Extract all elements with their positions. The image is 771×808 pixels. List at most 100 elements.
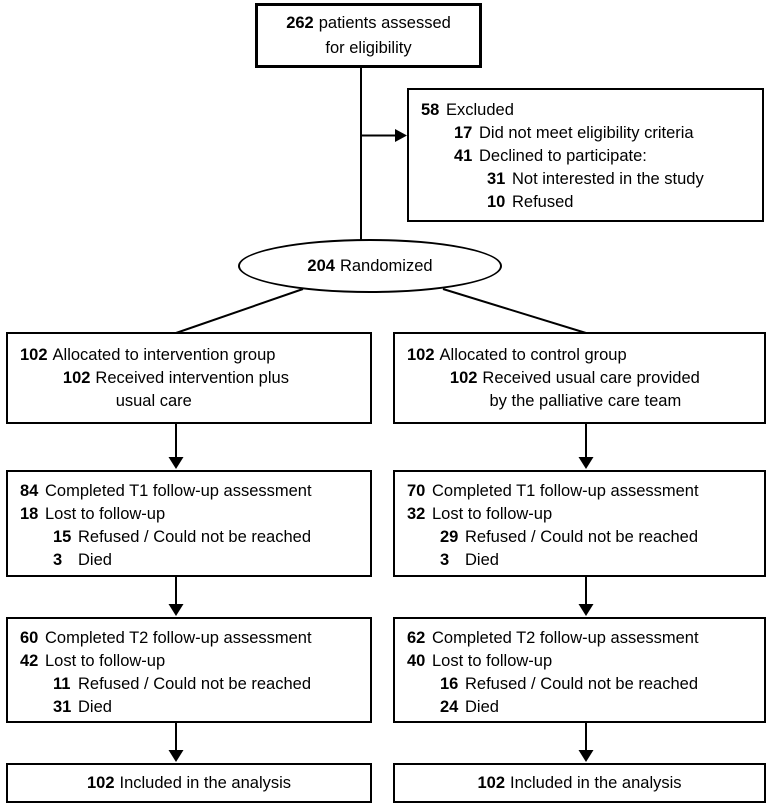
line-count: 18 [20,505,39,523]
line-text: Not interested in the study [512,170,704,188]
flow-line: 15 Refused / Could not be reached [20,526,364,549]
arrowhead-t2-left [168,604,184,616]
connector-randomized-control [442,288,587,334]
flow-line: 41 Declined to participate: [421,145,756,168]
line-text: Died [465,551,499,569]
flow-line: 60 Completed T2 follow-up assessment [20,627,364,650]
box-excluded: 58 Excluded 17 Did not meet eligibility cri… [407,88,764,222]
flow-line: 58 Excluded [421,99,756,122]
flow-line: 10 Refused [421,191,756,214]
line-count: 102 [477,773,505,792]
flow-line: 3 Died [407,549,758,572]
line-text: usual care [115,392,192,410]
line-text: Lost to follow-up [432,652,553,670]
line-text: Completed T2 follow-up assessment [432,629,699,647]
line-count: 102 [86,773,115,792]
line-text: Died [465,698,499,716]
line-count: 84 [20,482,39,500]
line-count: 102 [20,346,48,364]
line-text: Allocated to intervention group [52,346,276,364]
line-text: Included in the analysis [119,773,292,792]
line-count: 204 [307,256,335,275]
line-text: Completed T2 follow-up assessment [45,629,312,647]
line-count: 41 [454,147,473,165]
flow-line: by the palliative care team [407,390,758,413]
line-text: by the palliative care team [489,392,682,410]
line-count: 24 [440,698,459,716]
line-text: Lost to follow-up [45,652,166,670]
flow-line: 84 Completed T1 follow-up assessment [20,480,364,503]
line-text: Excluded [446,101,514,119]
line-text: Refused [512,193,574,211]
flow-line: for eligibility [258,36,479,61]
flow-line: 24 Died [407,696,758,719]
line-text: patients assessed [318,13,451,32]
line-count: 58 [421,101,440,119]
line-text: Refused / Could not be reached [78,528,311,546]
flow-line: 29 Refused / Could not be reached [407,526,758,549]
flow-line: 11 Refused / Could not be reached [20,673,364,696]
line-text: Declined to participate: [479,147,647,165]
line-text: Refused / Could not be reached [465,675,698,693]
line-text: Completed T1 follow-up assessment [432,482,699,500]
line-count: 10 [487,193,506,211]
line-count: 70 [407,482,426,500]
flow-line: 17 Did not meet eligibility criteria [421,122,756,145]
line-text: Allocated to control group [439,346,627,364]
line-text: Refused / Could not be reached [465,528,698,546]
line-count: 32 [407,505,426,523]
line-text: Refused / Could not be reached [78,675,311,693]
line-text: Died [78,551,112,569]
line-text: Received usual care provided [482,369,700,387]
line-count: 3 [53,551,63,569]
box-t1-control: 70 Completed T1 follow-up assessment 32 Los… [393,470,766,577]
line-count: 31 [53,698,72,716]
line-text: Lost to follow-up [432,505,553,523]
line-count: 42 [20,652,39,670]
arrowhead-t2-right [578,604,594,616]
line-count: 102 [449,369,478,387]
flow-line: 31 Died [20,696,364,719]
line-count: 17 [454,124,473,142]
line-count: 262 [286,13,314,32]
arrowhead-excluded [395,129,407,142]
line-count: 16 [440,675,459,693]
line-count: 29 [440,528,459,546]
line-text: Randomized [339,256,433,275]
flow-line: 40 Lost to follow-up [407,650,758,673]
line-text: Died [78,698,112,716]
line-text: Received intervention plus [95,369,289,387]
line-text: Did not meet eligibility criteria [479,124,694,142]
line-count: 60 [20,629,39,647]
box-t2-control: 62 Completed T2 follow-up assessment 40 Los… [393,617,766,723]
flow-line: 42 Lost to follow-up [20,650,364,673]
box-t2-intervention: 60 Completed T2 follow-up assessment 42 Los… [6,617,372,723]
line-count: 11 [53,675,71,693]
line-count: 62 [407,629,426,647]
arrowhead-analysis-right [578,750,594,762]
line-count: 3 [440,551,450,569]
line-count: 15 [53,528,72,546]
arrowhead-analysis-left [168,750,184,762]
line-count: 102 [62,369,91,387]
flow-line: 70 Completed T1 follow-up assessment [407,480,758,503]
line-count: 40 [407,652,426,670]
flow-line: usual care [20,390,364,413]
line-text: Completed T1 follow-up assessment [45,482,312,500]
connector-randomized-intervention [175,288,304,334]
